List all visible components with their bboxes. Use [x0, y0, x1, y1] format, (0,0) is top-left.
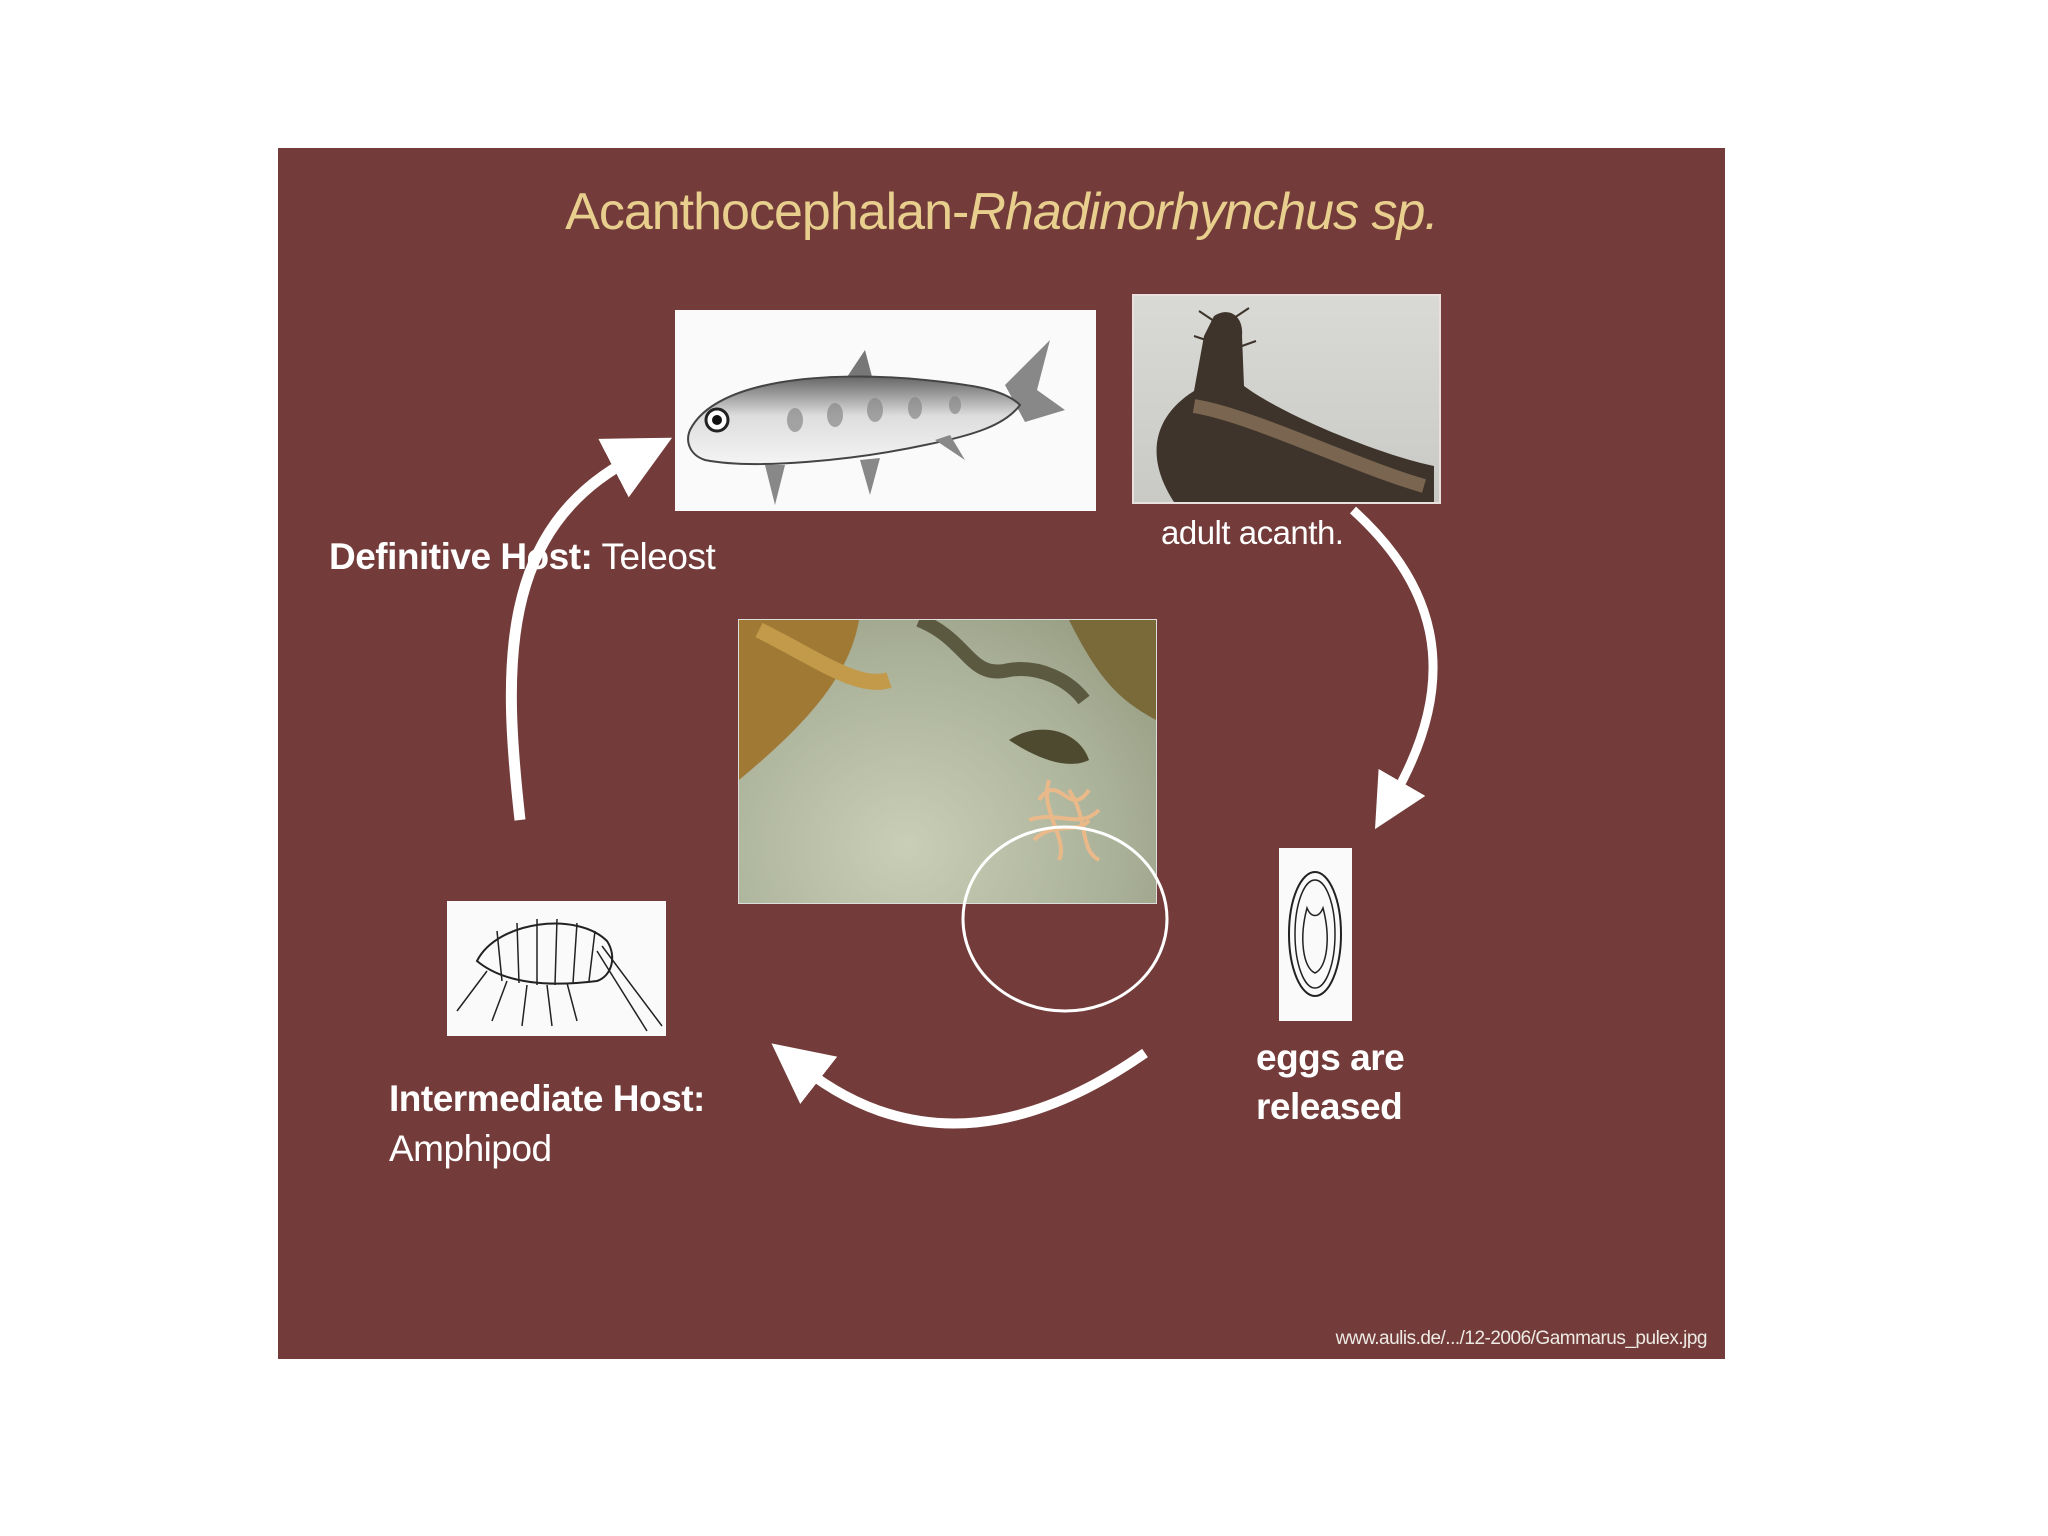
- title-plain: Acanthocephalan-: [565, 183, 969, 241]
- fish-illustration: [675, 310, 1096, 511]
- slide-title: Acanthocephalan-Rhadinorhynchus sp.: [278, 182, 1725, 242]
- highlight-circle: [961, 825, 1169, 1013]
- intermediate-host-label: Intermediate Host: Amphipod: [389, 1074, 705, 1174]
- eggs-released-label: eggs are released: [1256, 1033, 1405, 1131]
- amphipod-illustration: [447, 901, 666, 1036]
- arrow-to-eggs: [1349, 506, 1438, 830]
- image-credit: www.aulis.de/.../12-2006/Gammarus_pulex.…: [1335, 1328, 1708, 1349]
- arrow-to-definitive-host: [505, 437, 673, 821]
- eggs-line-1: eggs are: [1256, 1037, 1405, 1078]
- adult-acanthocephalan-photo: [1132, 294, 1441, 504]
- slide: Acanthocephalan-Rhadinorhynchus sp. adul…: [278, 148, 1725, 1359]
- intermediate-host-heading: Intermediate Host:: [389, 1078, 705, 1119]
- arrow-to-intermediate-host: [771, 1043, 1148, 1129]
- title-italic: Rhadinorhynchus sp.: [968, 183, 1439, 241]
- eggs-line-2: released: [1256, 1086, 1403, 1127]
- definitive-host-value: Teleost: [601, 536, 716, 577]
- intermediate-host-value: Amphipod: [389, 1128, 552, 1169]
- life-cycle-arrows: [505, 437, 1438, 1129]
- adult-acanth-label: adult acanth.: [1161, 514, 1344, 551]
- egg-illustration: [1279, 848, 1352, 1021]
- dissected-fish-with-worms-photo: [738, 619, 1157, 904]
